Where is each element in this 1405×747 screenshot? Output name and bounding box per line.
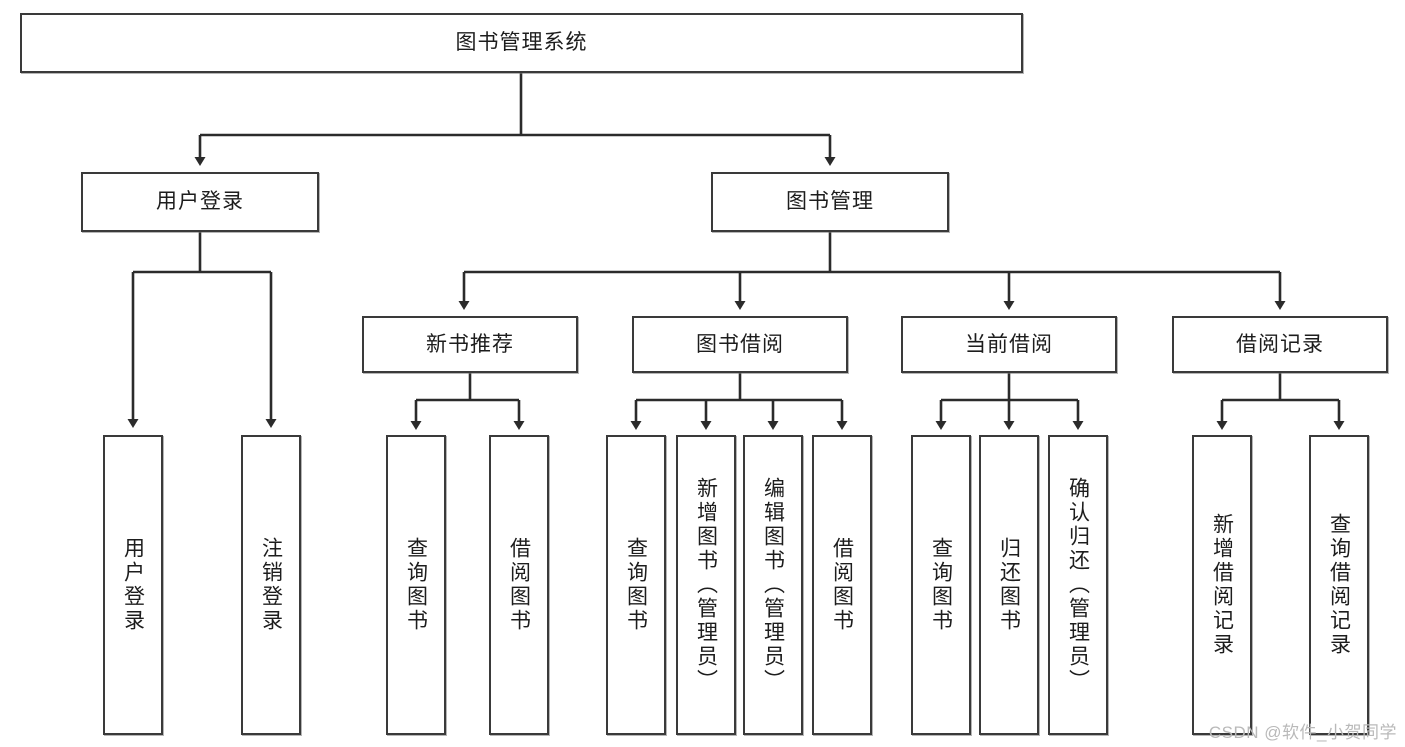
node-current-borrow[interactable]: 当前借阅 [901, 316, 1117, 373]
node-new-book-recommend[interactable]: 新书推荐 [362, 316, 578, 373]
node-leaf-borrow-book-2[interactable]: 借阅图书 [812, 435, 872, 735]
leaf-label: 查询借阅记录 [1327, 513, 1351, 657]
node-leaf-add-book[interactable]: 新增图书（管理员） [676, 435, 736, 735]
node-book-borrow[interactable]: 图书借阅 [632, 316, 848, 373]
node-root-book-management-system[interactable]: 图书管理系统 [20, 13, 1023, 73]
node-leaf-query-record[interactable]: 查询借阅记录 [1309, 435, 1369, 735]
leaf-label: 查询图书 [404, 537, 428, 633]
leaf-label: 新增图书（管理员） [694, 477, 718, 693]
node-leaf-return-book[interactable]: 归还图书 [979, 435, 1039, 735]
leaf-label: 查询图书 [624, 537, 648, 633]
leaf-label: 借阅图书 [507, 537, 531, 633]
leaf-label: 新增借阅记录 [1210, 513, 1234, 657]
node-borrow-record[interactable]: 借阅记录 [1172, 316, 1388, 373]
csdn-watermark: CSDN @软件_小贺同学 [1208, 723, 1397, 742]
leaf-label: 注销登录 [259, 537, 283, 633]
node-leaf-confirm-return[interactable]: 确认归还（管理员） [1048, 435, 1108, 735]
node-user-login[interactable]: 用户登录 [81, 172, 319, 232]
node-leaf-query-book-1[interactable]: 查询图书 [386, 435, 446, 735]
leaf-label: 编辑图书（管理员） [761, 477, 785, 693]
leaf-label: 归还图书 [997, 537, 1021, 633]
node-leaf-borrow-book-1[interactable]: 借阅图书 [489, 435, 549, 735]
node-leaf-query-book-3[interactable]: 查询图书 [911, 435, 971, 735]
node-leaf-user-login[interactable]: 用户登录 [103, 435, 163, 735]
leaf-label: 确认归还（管理员） [1066, 477, 1090, 693]
node-leaf-query-book-2[interactable]: 查询图书 [606, 435, 666, 735]
leaf-label: 查询图书 [929, 537, 953, 633]
node-book-management[interactable]: 图书管理 [711, 172, 949, 232]
node-leaf-edit-book[interactable]: 编辑图书（管理员） [743, 435, 803, 735]
node-leaf-logout-login[interactable]: 注销登录 [241, 435, 301, 735]
node-leaf-add-record[interactable]: 新增借阅记录 [1192, 435, 1252, 735]
leaf-label: 用户登录 [121, 537, 145, 633]
leaf-label: 借阅图书 [830, 537, 854, 633]
